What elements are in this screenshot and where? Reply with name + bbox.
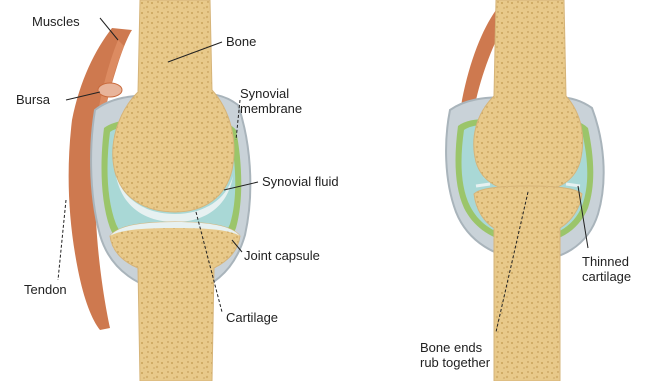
- synovial-membrane-text: Synovial: [240, 86, 289, 101]
- synovial-membrane-label: Synovial membrane: [240, 86, 302, 116]
- bone-ends-text: Bone ends: [420, 340, 483, 355]
- bone-label: Bone: [226, 34, 256, 49]
- joint-capsule-label: Joint capsule: [244, 248, 320, 263]
- bursa-shape: [98, 83, 122, 97]
- tendon-label: Tendon: [24, 282, 67, 297]
- synovial-membrane-text-line2: membrane: [240, 101, 302, 116]
- cartilage-label: Cartilage: [226, 310, 278, 325]
- synovial-fluid-label: Synovial fluid: [262, 174, 339, 189]
- healthy-joint: Muscles Bursa Tendon Bone Synovial membr…: [16, 0, 339, 381]
- thinned-cartilage-text-line2: cartilage: [582, 269, 631, 284]
- tendon-leader: [58, 200, 66, 280]
- bursa-label: Bursa: [16, 92, 51, 107]
- bone-ends-text-line2: rub together: [420, 355, 491, 370]
- muscles-label: Muscles: [32, 14, 80, 29]
- thinned-cartilage-text: Thinned: [582, 254, 629, 269]
- thinned-cartilage-label: Thinned cartilage: [582, 254, 633, 284]
- lower-bone-shape-2: [474, 186, 582, 381]
- bone-ends-label: Bone ends rub together: [420, 340, 491, 370]
- osteoarthritic-joint: Thinned cartilage Bone ends rub together: [420, 0, 633, 381]
- upper-bone-shape: [113, 0, 234, 212]
- lower-bone-shape: [110, 222, 240, 381]
